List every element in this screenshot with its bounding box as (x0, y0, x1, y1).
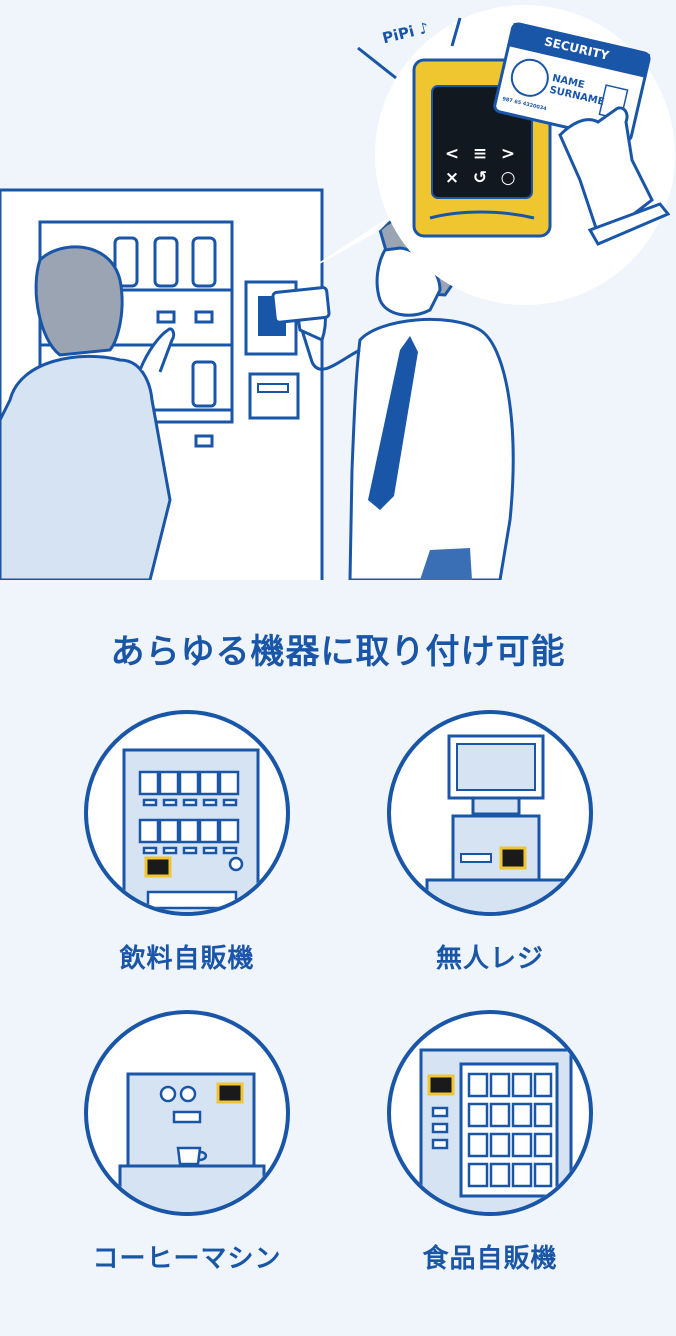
device-label-food-vending: 食品自販機 (422, 1244, 558, 1274)
coffee-machine-icon (84, 1010, 290, 1216)
reader-keypad: < ≡ > × ↺ ○ (438, 144, 522, 188)
self-checkout-icon (387, 710, 593, 916)
device-label-self-checkout: 無人レジ (435, 944, 544, 974)
food-vending-machine-icon (387, 1010, 593, 1216)
hero-illustration (0, 5, 675, 580)
reader-key-back-icon: ↺ (472, 168, 488, 188)
device-item-coffee-machine: コーヒーマシン (37, 1010, 337, 1275)
device-item-drink-vending: 飲料自販機 (37, 710, 337, 975)
device-label-drink-vending: 飲料自販機 (119, 944, 255, 974)
reader-key-right-icon: > (500, 144, 516, 164)
device-item-self-checkout: 無人レジ (340, 710, 640, 975)
device-label-coffee-machine: コーヒーマシン (92, 1244, 282, 1274)
card-id-number: 987 65 4320034 (501, 96, 548, 113)
drink-vending-machine-icon (84, 710, 290, 916)
page-title: あらゆる機器に取り付け可能 (110, 632, 566, 672)
device-item-food-vending: 食品自販機 (340, 1010, 640, 1275)
reader-key-menu-icon: ≡ (472, 144, 488, 164)
reader-key-cancel-icon: × (444, 168, 460, 188)
reader-key-left-icon: < (444, 144, 460, 164)
reader-key-ok-icon: ○ (500, 168, 516, 188)
